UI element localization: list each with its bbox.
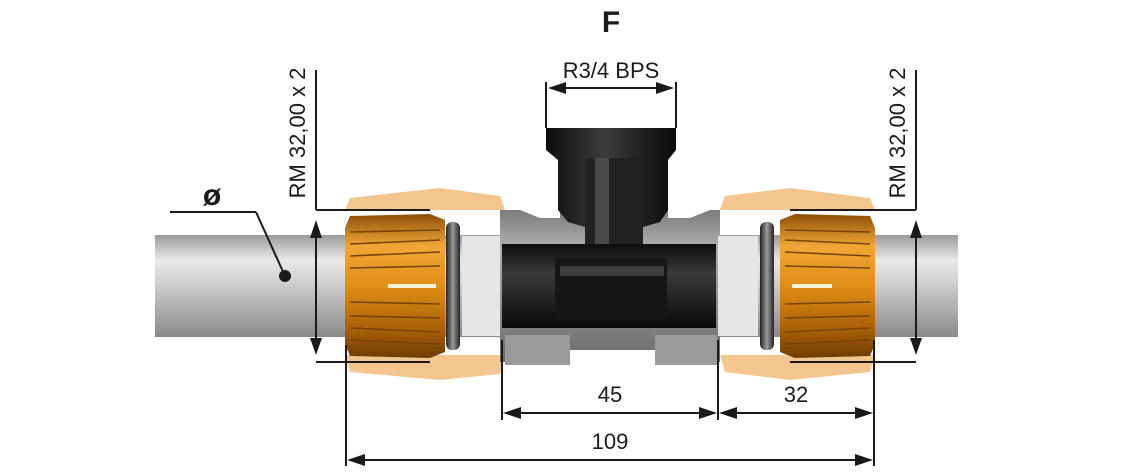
arrow-thread-right	[656, 82, 674, 94]
oring-left	[446, 222, 460, 350]
nut-right-ribs	[784, 229, 871, 345]
drawing-title: F	[602, 6, 620, 39]
pipe-right-label: RM 32,00 x 2	[885, 68, 910, 199]
nut-shadow-left	[345, 188, 505, 380]
pipe-end-left	[462, 236, 500, 336]
diameter-leader-d	[255, 211, 286, 277]
arrow-left-up	[310, 220, 322, 238]
nut-right-highlight	[792, 284, 832, 288]
diameter-leader-dot	[279, 270, 291, 282]
dim-total-label: 109	[592, 429, 629, 454]
pipe-left-label: RM 32,00 x 2	[285, 68, 310, 199]
body-skirt-left	[505, 335, 570, 365]
arrow-thread-left	[548, 82, 566, 94]
dim-body-label: 45	[598, 382, 622, 407]
nut-shadow-right	[720, 188, 875, 380]
nut-left-ribs	[349, 229, 441, 345]
body-skirt-right	[655, 335, 717, 365]
diameter-symbol: ø	[203, 179, 222, 212]
branch-bore-highlight	[595, 158, 609, 268]
arrow-45-left	[503, 407, 521, 419]
arrow-right-down	[910, 338, 922, 355]
oring-right	[760, 222, 774, 350]
arrow-32-left	[719, 407, 737, 419]
nut-left-highlight	[388, 284, 436, 288]
dim-nut-label: 32	[784, 382, 808, 407]
insert-highlight	[560, 266, 664, 276]
arrow-left-down	[310, 338, 322, 355]
thread-label: R3/4 BPS	[563, 58, 660, 83]
arrow-right-up	[910, 220, 922, 238]
arrow-109-right	[855, 454, 873, 466]
arrow-109-left	[347, 454, 365, 466]
pipe-end-right	[718, 236, 758, 336]
arrow-32-right	[855, 407, 873, 419]
arrow-45-right	[699, 407, 717, 419]
